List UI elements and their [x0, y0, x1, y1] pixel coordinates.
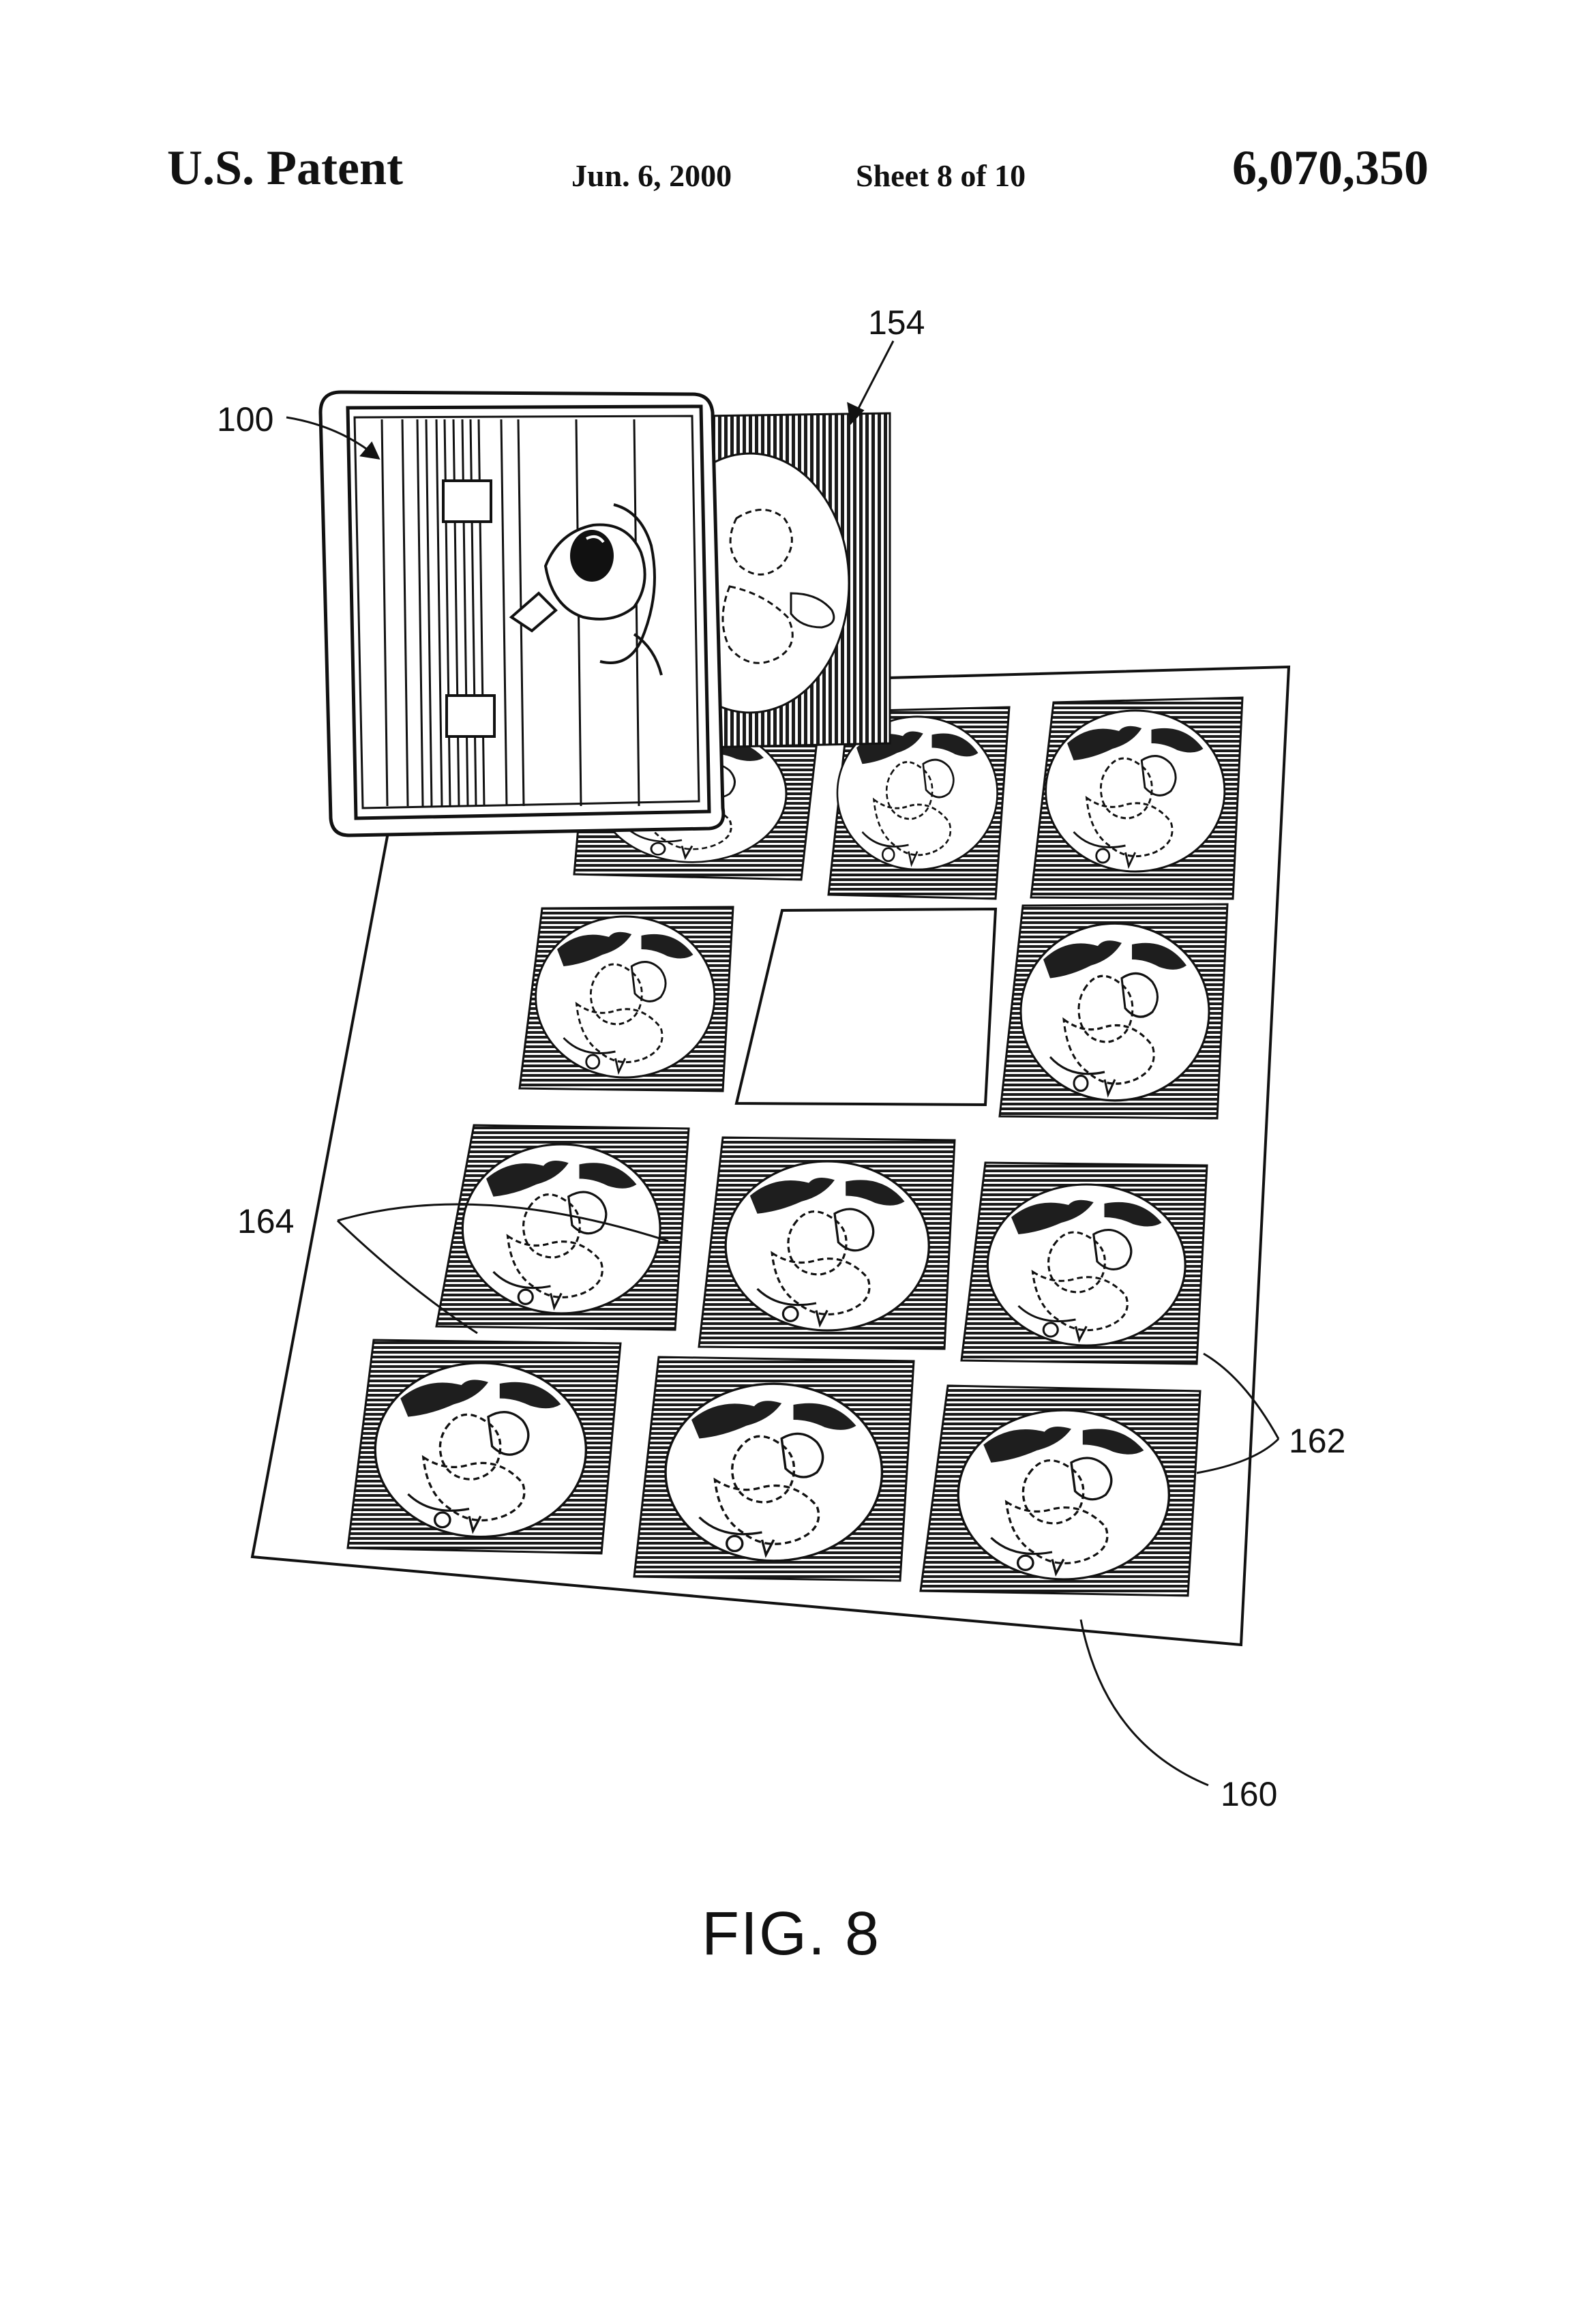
patent-label: U.S. Patent — [167, 140, 403, 195]
image-tile-r4c2 — [633, 1356, 915, 1582]
patent-date: Jun. 6, 2000 — [571, 158, 732, 193]
ref-154: 154 — [868, 303, 925, 342]
ref-100: 100 — [217, 400, 273, 438]
image-tile-r1c2 — [827, 706, 1011, 900]
blank-tile — [734, 907, 998, 1107]
leader-162a — [1203, 1352, 1280, 1440]
image-tile-r3c2 — [698, 1136, 956, 1350]
ref-160: 160 — [1221, 1775, 1277, 1813]
patent-number: 6,070,350 — [1232, 140, 1429, 195]
leader-164a — [337, 1203, 669, 1242]
viewer-device — [318, 390, 726, 837]
leader-160 — [1079, 1619, 1209, 1787]
image-tile-r3c1 — [435, 1124, 690, 1331]
leader-162b — [1196, 1437, 1280, 1474]
image-tile-r2c3 — [998, 903, 1229, 1120]
image-tile-r1c3 — [1030, 696, 1244, 900]
figure-caption: FIG. 8 — [701, 1900, 881, 1968]
ref-162: 162 — [1289, 1422, 1345, 1460]
image-tile-r3c3 — [960, 1161, 1208, 1365]
image-tile-r2c1 — [518, 906, 734, 1092]
image-tile-r4c1 — [346, 1339, 622, 1555]
patent-header: U.S. Patent Jun. 6, 2000 Sheet 8 of 10 6… — [0, 140, 1582, 208]
sheet-number: Sheet 8 of 10 — [856, 158, 1026, 193]
image-tile-r4c3 — [919, 1384, 1202, 1597]
leader-164b — [336, 1219, 478, 1335]
ref-164: 164 — [237, 1202, 294, 1240]
